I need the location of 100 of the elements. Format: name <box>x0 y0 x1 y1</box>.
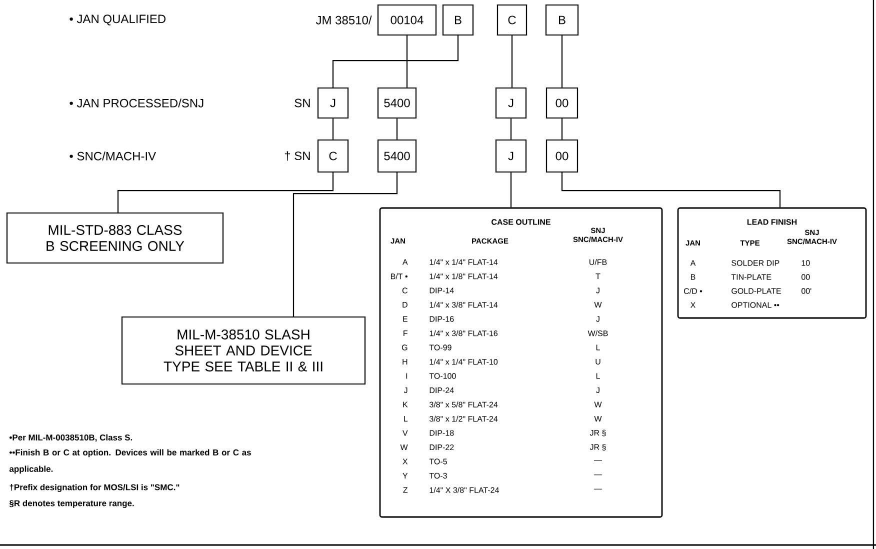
connector-line <box>332 36 459 88</box>
code-box: J <box>317 87 349 119</box>
table-cell: X <box>402 458 408 464</box>
code-box: 00 <box>546 139 578 173</box>
code-box: 00 <box>546 87 578 119</box>
code-box: B <box>545 4 579 36</box>
table-cell: J <box>596 288 600 294</box>
table-cell: D <box>402 302 408 308</box>
note-box: MIL-M-38510 SLASH SHEET AND DEVICE TYPE SEE TABLE II & III <box>121 316 366 385</box>
table-cell: DIP-22 <box>430 444 454 450</box>
code-box: B <box>442 4 474 36</box>
table-cell: SOLDER DIP <box>732 260 780 266</box>
table-cell: J <box>596 387 600 394</box>
table-cell: I <box>406 373 408 379</box>
table-cell: U <box>596 358 600 365</box>
table-cell: C/D • <box>684 288 702 294</box>
table-title: CASE OUTLINE <box>492 219 550 225</box>
footnote: •Per MIL-M-0038510B, Class S. <box>9 434 132 442</box>
table-cell: W/SB <box>588 330 608 336</box>
table-cell: — <box>594 460 602 461</box>
code-box: J <box>495 139 527 173</box>
connector-line <box>117 172 334 212</box>
table-cell: OPTIONAL •• <box>732 302 780 308</box>
table-cell: L <box>596 373 600 379</box>
row-label: SN <box>294 98 310 108</box>
table-cell: TO-3 <box>429 472 447 479</box>
code-box: C <box>317 139 349 173</box>
table-cell: B/T • <box>391 273 408 280</box>
table-cell: 1/4" x 1/4" FLAT-14 <box>430 259 498 265</box>
connector-line <box>561 118 563 140</box>
connector-line <box>396 118 398 140</box>
table-cell: TO-100 <box>429 373 456 379</box>
table-cell: J <box>404 387 408 394</box>
table-cell: TO-99 <box>429 344 452 350</box>
row-label: † SN <box>284 151 310 161</box>
table-cell: 00' <box>802 288 812 294</box>
table-cell: TO-5 <box>429 458 447 464</box>
table-cell: G <box>402 344 408 350</box>
table-cell: L <box>596 344 600 350</box>
connector-line <box>510 118 512 140</box>
table-cell: 1/4" x 3/8" FLAT-16 <box>430 330 498 336</box>
connector-line <box>292 172 398 316</box>
table-cell: 00 <box>802 274 810 280</box>
table-cell: V <box>402 430 408 436</box>
table-cell: Y <box>402 473 408 478</box>
row-label: • JAN QUALIFIED <box>70 14 166 26</box>
row-label: • SNC/MACH-IV <box>70 152 156 160</box>
table-cell: C <box>402 288 408 294</box>
connector-line <box>406 36 408 88</box>
code-box: J <box>495 87 527 119</box>
code-box: 5400 <box>377 87 417 119</box>
table-cell: TIN-PLATE <box>731 274 772 280</box>
table-cell: T <box>596 274 600 279</box>
code-box: 00104 <box>377 4 437 36</box>
table-cell: JR § <box>590 444 606 450</box>
table-cell: A <box>402 259 408 265</box>
connector-line <box>511 36 513 88</box>
table-cell: J <box>596 316 600 322</box>
row-label: • JAN PROCESSED/SNJ <box>70 98 204 108</box>
code-box: C <box>496 4 528 36</box>
table-cell: W <box>594 416 602 422</box>
table-cell: 1/4" x 1/8" FLAT-14 <box>430 273 498 280</box>
connector-line <box>332 118 334 140</box>
table-cell: — <box>594 488 602 490</box>
table-cell: DIP-14 <box>430 288 454 294</box>
table-cell: H <box>402 359 408 364</box>
table-cell: X <box>690 302 696 308</box>
table-cell: W <box>594 402 602 408</box>
connector-line <box>510 172 512 208</box>
table-cell: B <box>691 274 696 280</box>
connector-line <box>561 36 563 88</box>
table-box <box>379 207 663 518</box>
code-box: 5400 <box>377 139 417 173</box>
footnote: ••Finish B or C at option. Devices will be marked B or C as applicable. <box>9 449 251 474</box>
table-cell: 10 <box>802 260 810 266</box>
table-cell: 1/4" x 1/4" FLAT-10 <box>430 358 498 365</box>
table-cell: DIP-24 <box>430 387 454 394</box>
table-cell: L <box>404 416 408 422</box>
table-cell: GOLD-PLATE <box>732 288 781 294</box>
table-cell: — <box>594 474 602 476</box>
table-cell: Z <box>403 487 408 493</box>
table-cell: U/FB <box>590 259 607 265</box>
footnote: †Prefix designation for MOS/LSI is "SMC." <box>10 484 180 492</box>
table-cell: DIP-16 <box>430 316 454 322</box>
table-cell: E <box>403 316 408 322</box>
footnote: §R denotes temperature range. <box>9 500 134 508</box>
table-cell: 3/8" x 5/8" FLAT-24 <box>430 402 498 408</box>
table-cell: F <box>404 330 408 336</box>
table-cell: W <box>594 302 602 308</box>
table-cell: JR § <box>590 430 606 436</box>
table-title: LEAD FINISH <box>747 219 797 225</box>
table-cell: 1/4" x 3/8" FLAT-14 <box>430 302 498 308</box>
table-cell: DIP-18 <box>430 430 454 436</box>
table-cell: 3/8" x 1/2" FLAT-24 <box>430 416 498 422</box>
table-cell: W <box>400 444 408 450</box>
connector-line <box>561 172 781 208</box>
table-cell: A <box>690 260 696 266</box>
note-box: MIL-STD-883 CLASS B SCREENING ONLY <box>6 212 224 264</box>
table-box <box>677 207 867 319</box>
table-cell: K <box>403 402 408 408</box>
